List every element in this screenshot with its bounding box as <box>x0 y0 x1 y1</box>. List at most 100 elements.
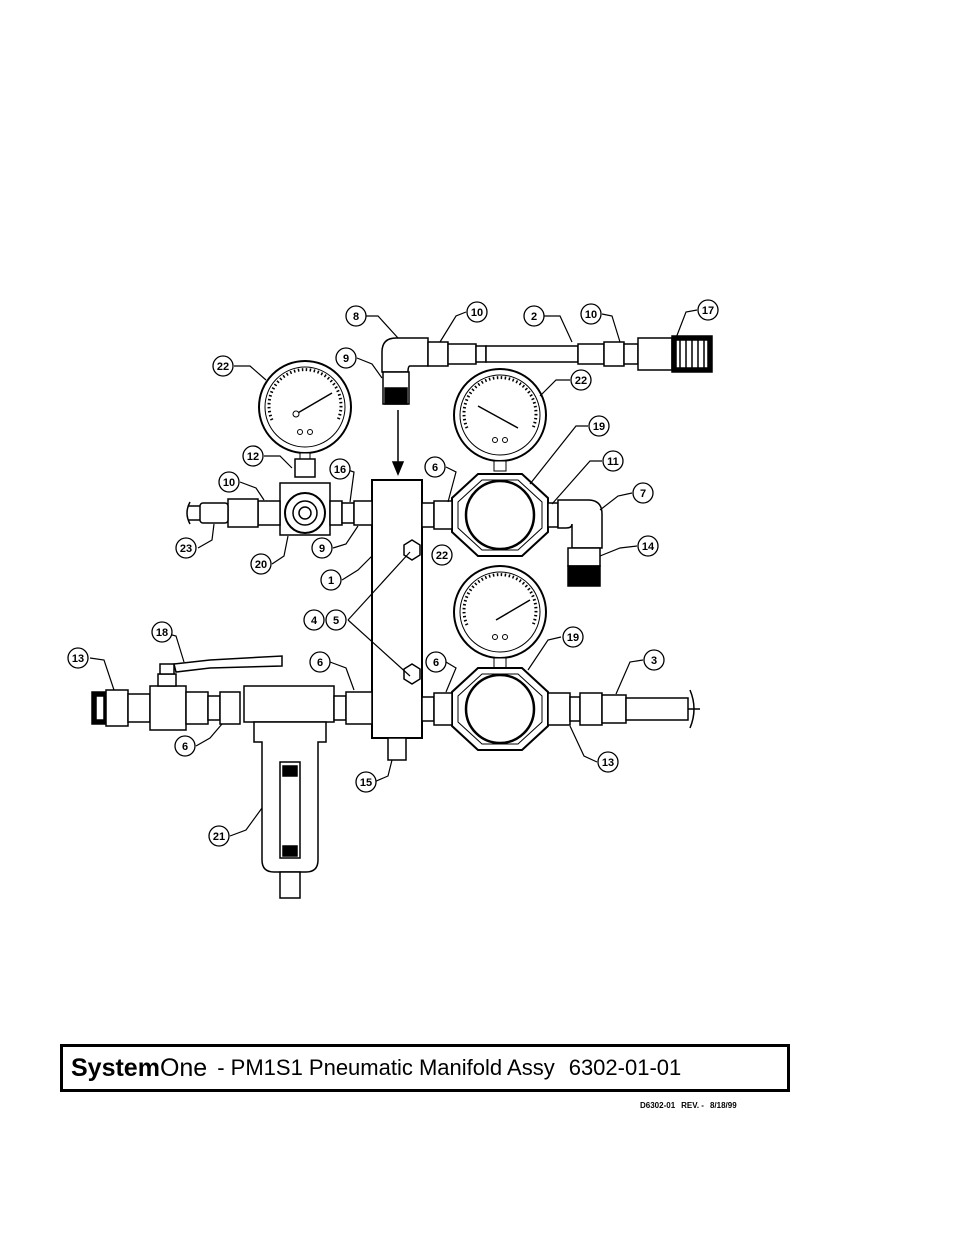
callout-circle <box>643 649 665 671</box>
callout-12: 12 <box>242 445 264 467</box>
callout-circle <box>325 609 347 631</box>
callout-15: 15 <box>355 771 377 793</box>
callout-label: 10 <box>223 477 235 489</box>
top-hose-assembly <box>381 335 713 405</box>
callout-9: 9 <box>311 537 333 559</box>
upper-regulator-19 <box>421 473 559 557</box>
plug-15 <box>387 737 407 761</box>
callout-19: 19 <box>588 415 610 437</box>
callout-10: 10 <box>466 301 488 323</box>
brand-one: One <box>159 1053 208 1082</box>
callout-circle <box>424 456 446 478</box>
callout-label: 13 <box>72 653 84 665</box>
callout-label: 6 <box>432 462 438 474</box>
callout-circle <box>175 537 197 559</box>
callout-label: 16 <box>334 464 346 476</box>
callout-label: 11 <box>607 456 619 468</box>
callout-4: 4 <box>303 609 325 631</box>
callout-label: 6 <box>433 657 439 669</box>
part-number: 6302-01-01 <box>568 1055 682 1080</box>
lower-regulator-19 <box>421 667 700 751</box>
callout-circle <box>562 626 584 648</box>
callout-9: 9 <box>335 347 357 369</box>
regulator-20 <box>186 482 373 536</box>
hose-2 <box>485 345 579 363</box>
callout-11: 11 <box>602 450 624 472</box>
revision-line: D6302-01 REV. - 8/18/99 <box>640 1101 800 1110</box>
callout-circle <box>425 651 447 673</box>
callout-label: 22 <box>575 375 587 387</box>
brand-system: System <box>71 1053 160 1082</box>
callout-17: 17 <box>697 299 719 321</box>
callout-label: 18 <box>156 627 168 639</box>
upper-left-gauge <box>258 360 352 478</box>
callout-16: 16 <box>329 458 351 480</box>
drawing-number: D6302-01 <box>640 1101 676 1110</box>
callout-22: 22 <box>212 355 234 377</box>
callout-label: 1 <box>328 575 334 587</box>
callout-8: 8 <box>345 305 367 327</box>
callout-circle <box>151 621 173 643</box>
revision-label: REV. - <box>681 1101 704 1110</box>
callout-20: 20 <box>250 553 272 575</box>
callout-circle <box>311 537 333 559</box>
callout-label: 19 <box>567 632 579 644</box>
callout-2: 2 <box>523 305 545 327</box>
callout-circle <box>431 544 453 566</box>
callout-label: 23 <box>180 543 192 555</box>
callout-circle <box>329 458 351 480</box>
callout-6: 6 <box>425 651 447 673</box>
callout-6: 6 <box>424 456 446 478</box>
callout-label: 3 <box>651 655 657 667</box>
callout-circle <box>67 647 89 669</box>
callout-label: 22 <box>436 550 448 562</box>
callout-label: 5 <box>333 615 339 627</box>
upper-right-gauge <box>453 368 547 472</box>
revision-date: 8/18/99 <box>709 1101 737 1110</box>
callout-label: 2 <box>531 311 537 323</box>
elbow-8 <box>381 337 429 373</box>
callout-label: 13 <box>602 757 614 769</box>
callout-label: 4 <box>311 615 318 627</box>
callout-circle <box>309 651 331 673</box>
callout-circle <box>570 369 592 391</box>
lower-right-gauge <box>453 565 547 669</box>
callout-21: 21 <box>208 825 230 847</box>
callout-circle <box>174 735 196 757</box>
callout-circle <box>208 825 230 847</box>
callout-label: 17 <box>702 305 714 317</box>
callout-label: 7 <box>640 488 646 500</box>
hose-3 <box>625 697 689 721</box>
callout-label: 21 <box>213 831 225 843</box>
fitting-14 <box>567 547 601 567</box>
callout-circle <box>602 450 624 472</box>
callout-circle <box>335 347 357 369</box>
callout-3: 3 <box>643 649 665 671</box>
callout-1: 1 <box>320 569 342 591</box>
callout-label: 8 <box>353 311 359 323</box>
callout-circle <box>597 751 619 773</box>
callout-label: 6 <box>182 741 188 753</box>
callout-7: 7 <box>632 482 654 504</box>
callout-23: 23 <box>175 537 197 559</box>
filter-head <box>243 685 335 723</box>
bushing-12 <box>294 458 316 478</box>
callout-circle <box>466 301 488 323</box>
callout-circle <box>523 305 545 327</box>
callout-circle <box>588 415 610 437</box>
flow-arrow <box>391 410 405 476</box>
callout-label: 10 <box>471 307 483 319</box>
callout-22: 22 <box>570 369 592 391</box>
callout-label: 20 <box>255 559 267 571</box>
callout-label: 12 <box>247 451 259 463</box>
coupler-17 <box>637 337 673 371</box>
callout-5: 5 <box>325 609 347 631</box>
callout-19: 19 <box>562 626 584 648</box>
valve-handle <box>173 655 283 673</box>
callout-label: 9 <box>319 543 325 555</box>
callout-circle <box>632 482 654 504</box>
callout-circle <box>355 771 377 793</box>
